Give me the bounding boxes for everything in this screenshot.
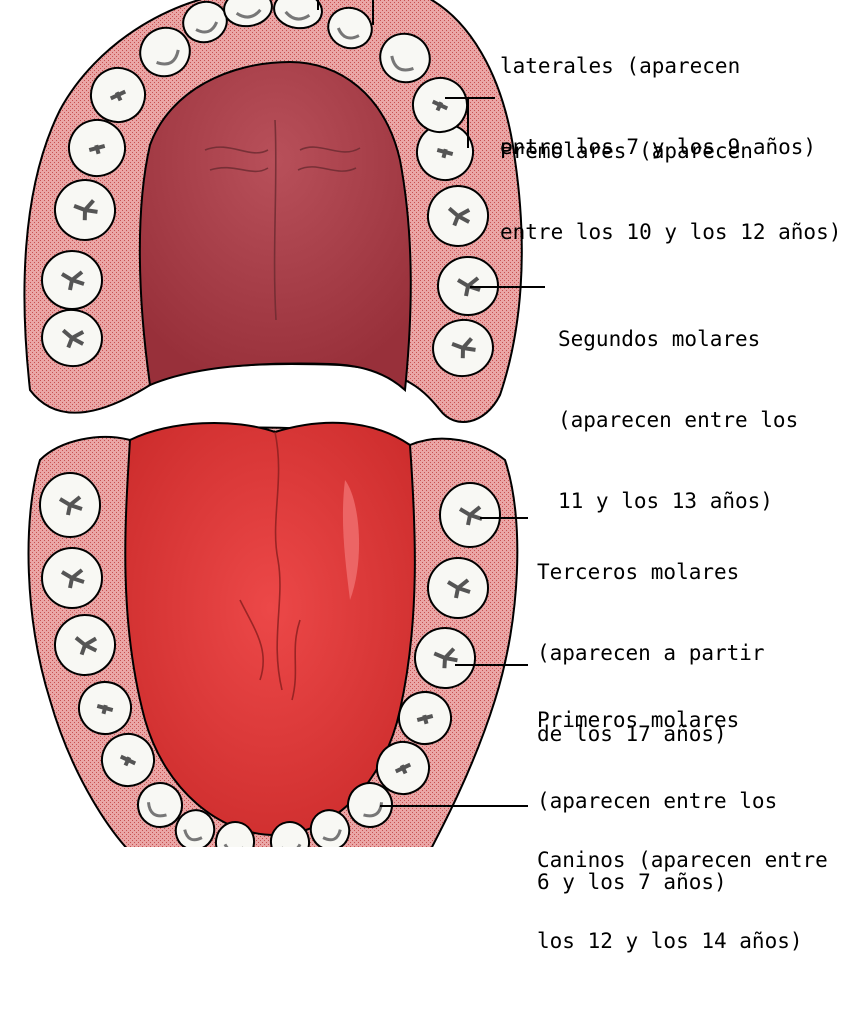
tooth-incisor — [327, 6, 373, 50]
tooth-premolar — [398, 691, 452, 745]
tooth-molar — [439, 482, 501, 548]
tooth-molar — [432, 318, 494, 378]
upper-teeth — [41, 0, 499, 378]
tooth-molar — [414, 627, 476, 689]
tooth-premolar — [101, 733, 155, 787]
label-line: Segundos molares — [558, 327, 761, 351]
tooth-premolar — [412, 77, 468, 133]
label-line: (aparecen entre los — [537, 789, 778, 813]
tooth-molar — [54, 614, 116, 676]
label-line: Terceros molares — [537, 560, 740, 584]
leader-lines — [317, 0, 545, 807]
tooth-molar — [54, 179, 116, 241]
tongue-highlight — [342, 480, 360, 600]
tooth-canine — [347, 782, 393, 828]
label-line: los 12 y los 14 años) — [537, 929, 803, 953]
label-line: (aparecen a partir — [537, 641, 765, 665]
label-line: (aparecen entre los — [558, 408, 799, 432]
tooth-molar — [427, 185, 489, 247]
tooth-incisor — [273, 0, 323, 30]
leader-premolars — [445, 97, 495, 148]
tooth-molar — [427, 557, 489, 619]
upper-arch — [23, 0, 523, 423]
label-line: Caninos (aparecen entre — [537, 848, 828, 872]
tooth-canine — [139, 26, 191, 78]
label-premolars: Premolares (aparecen entre los 10 y los … — [500, 84, 841, 300]
label-second-molars: Segundos molares (aparecen entre los 11 … — [558, 272, 798, 569]
tooth-molar — [39, 472, 101, 538]
label-line: 11 y los 13 años) — [558, 489, 773, 513]
tongue-details — [239, 431, 301, 701]
tooth-canine — [137, 782, 183, 828]
label-line: de los 17 años) — [537, 722, 727, 746]
tongue — [124, 421, 416, 837]
tooth-premolar — [68, 119, 126, 177]
label-line: entre los 7 y los 9 años) — [500, 135, 817, 159]
tooth-molar — [41, 308, 103, 368]
lower-arch — [27, 421, 519, 871]
tooth-molar — [41, 547, 103, 609]
label-third-molars: Terceros molares (aparecen a partir de l… — [537, 505, 765, 802]
tooth-incisor — [223, 0, 273, 28]
label-line: Premolares (aparecen — [500, 139, 753, 163]
dental-arches-diagram: laterales (aparecen entre los 7 y los 9 … — [23, 0, 841, 953]
label-line: entre los 10 y los 12 años) — [500, 220, 842, 244]
tooth-canine — [379, 32, 431, 84]
palate-rugae — [204, 119, 361, 321]
tooth-premolar — [78, 681, 132, 735]
label-line: Primeros molares — [537, 708, 740, 732]
tooth-premolar — [90, 67, 146, 123]
label-canines: Caninos (aparecen entre los 12 y los 14 … — [537, 793, 828, 1009]
label-line: laterales (aparecen — [500, 54, 741, 78]
tooth-molar — [41, 250, 103, 310]
tooth-premolar — [376, 741, 430, 795]
label-lateral-incisors: laterales (aparecen entre los 7 y los 9 … — [500, 0, 816, 215]
